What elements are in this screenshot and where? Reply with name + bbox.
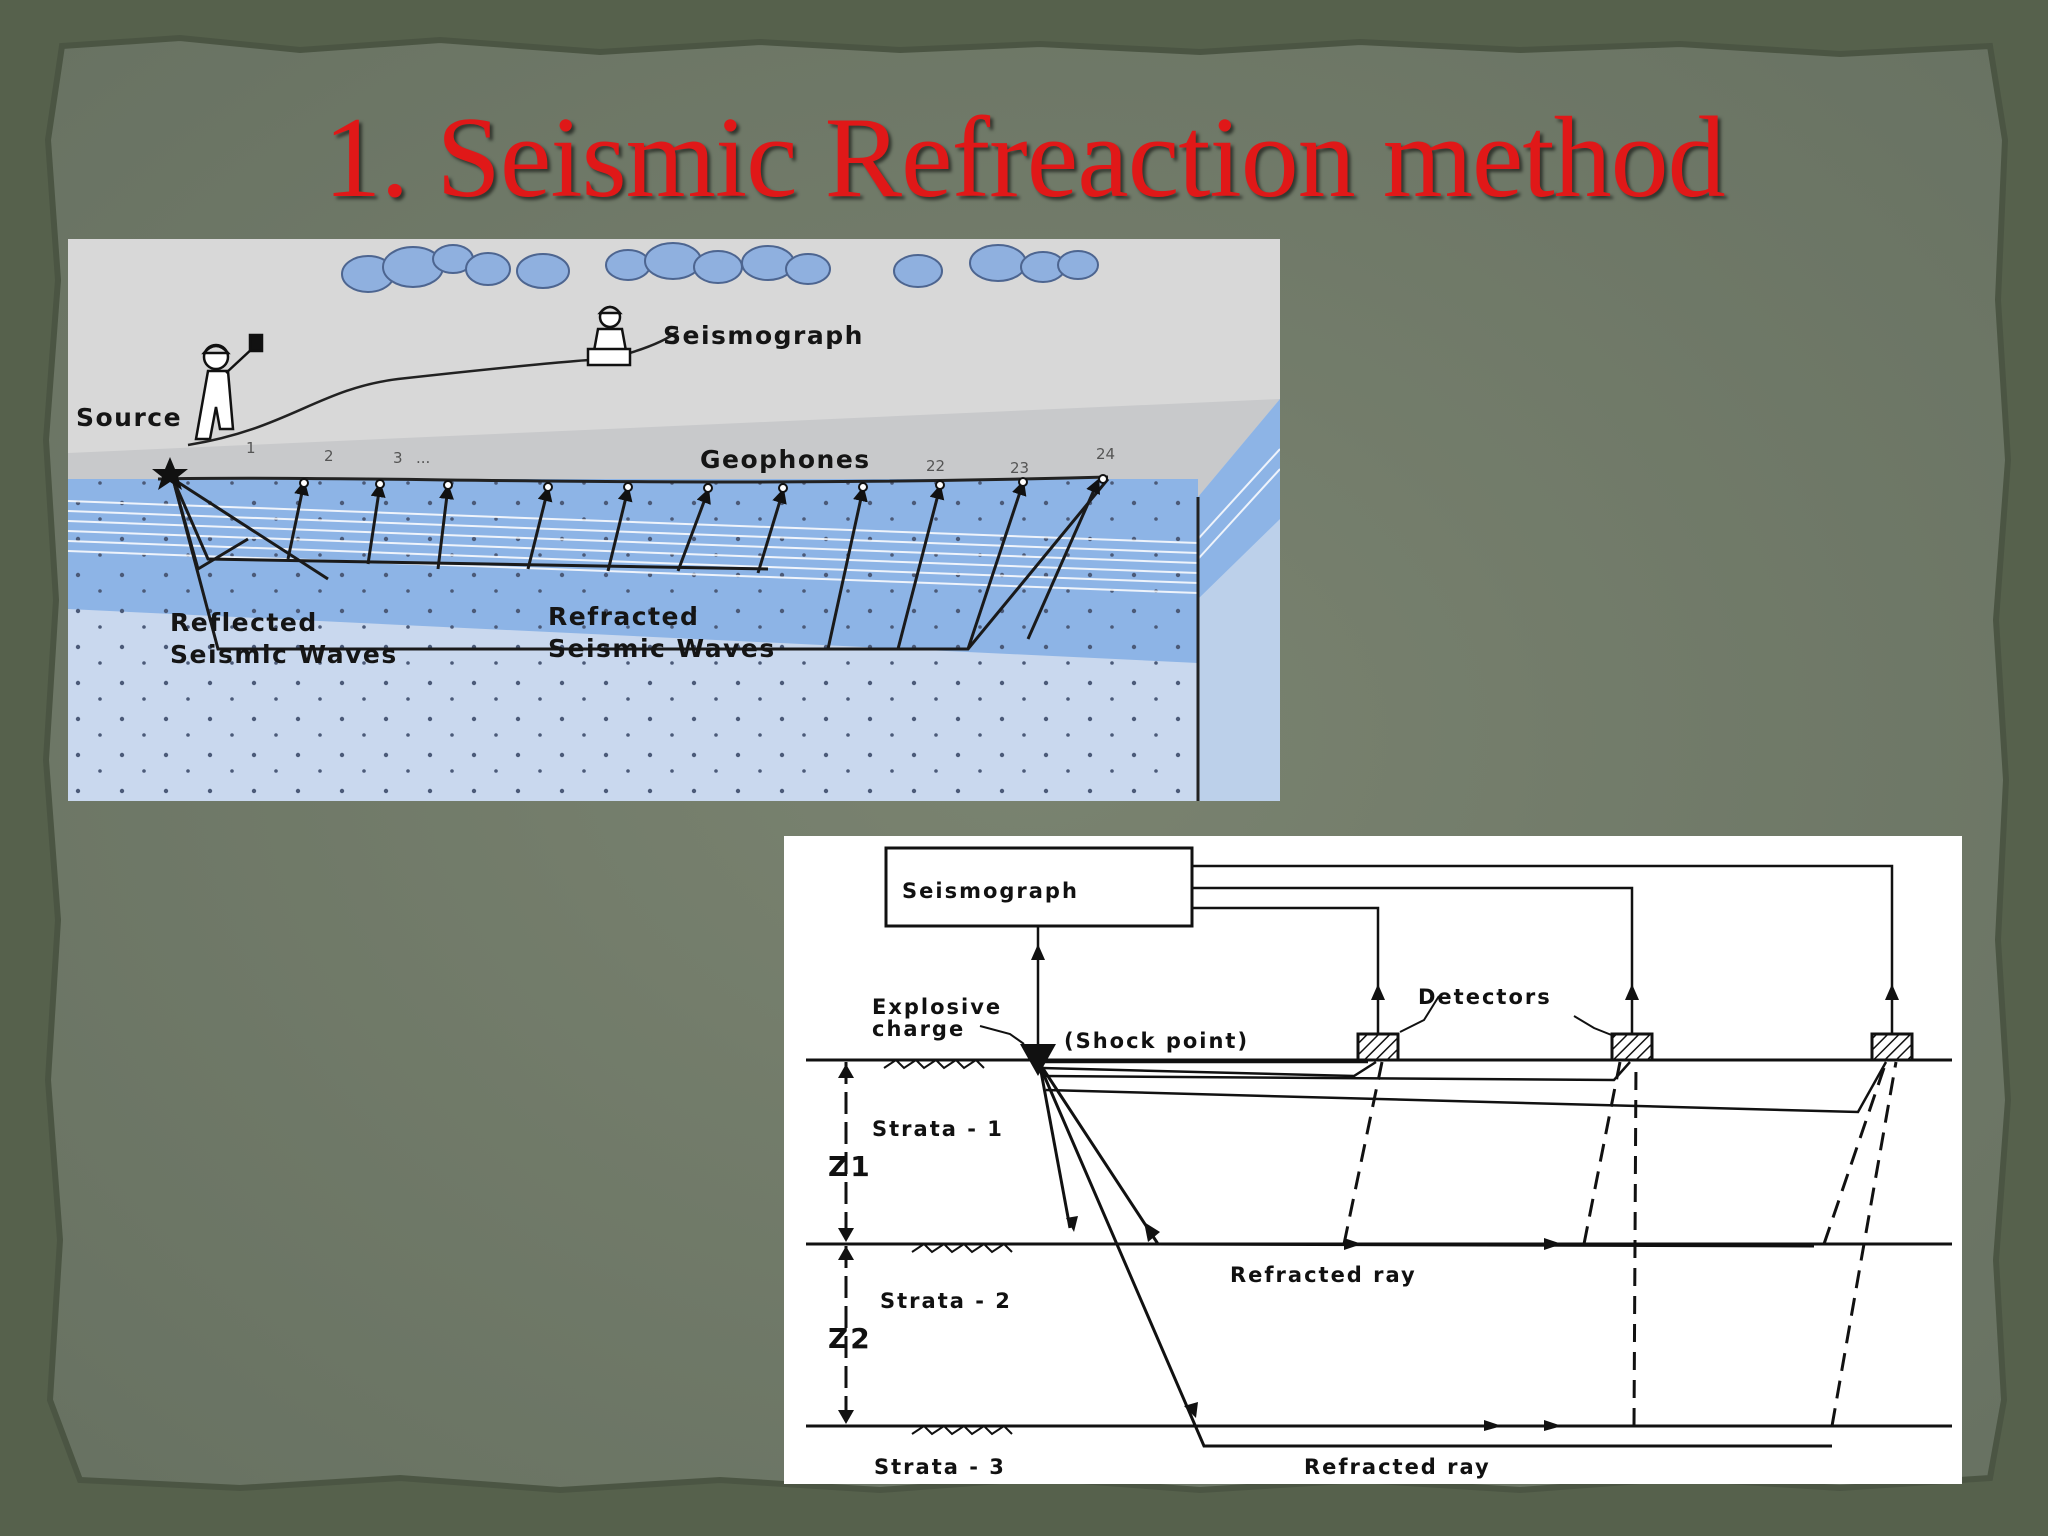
refraction-ray-schematic: Seismograph xyxy=(784,836,1962,1484)
detector-2-icon xyxy=(1610,1032,1654,1062)
refracted-waves-label-line2: Seismic Waves xyxy=(548,634,776,663)
detector-3-icon xyxy=(1870,1032,1914,1062)
geophones-label: Geophones xyxy=(700,445,871,474)
geophone-number-24: 24 xyxy=(1096,445,1115,463)
detectors-label: Detectors xyxy=(1418,985,1552,1009)
refracted-ray-label-1: Refracted ray xyxy=(1230,1263,1417,1287)
source-label: Source xyxy=(76,403,182,432)
explosive-charge-label-line2: charge xyxy=(872,1017,965,1041)
reflected-waves-label-line1: Reflected xyxy=(170,608,318,637)
slide-title: 1. Seismic Refreaction method xyxy=(323,94,1725,222)
geophone-number-2: 2 xyxy=(324,447,334,465)
shock-point-label: (Shock point) xyxy=(1064,1029,1249,1053)
person-with-hammer-icon xyxy=(194,333,264,441)
refracted-ray-label-2: Refracted ray xyxy=(1304,1455,1491,1479)
reflected-waves-label-line2: Seismic Waves xyxy=(170,640,398,669)
z1-label: Z1 xyxy=(828,1150,872,1183)
strata-2-label: Strata - 2 xyxy=(880,1289,1012,1313)
refracted-waves-label-line1: Refracted xyxy=(548,602,699,631)
seismic-survey-illustration: Seismograph Source Geophones 1 2 3 ... 2… xyxy=(68,239,1280,801)
geophone-number-ellipsis: ... xyxy=(416,449,430,467)
strata-3-label: Strata - 3 xyxy=(874,1455,1006,1479)
seismograph-operator-icon xyxy=(586,305,632,367)
detector-1-icon xyxy=(1356,1032,1400,1062)
seismograph-box xyxy=(884,846,1194,928)
seismograph-box-label: Seismograph xyxy=(902,879,1079,903)
seismograph-label: Seismograph xyxy=(663,321,864,350)
z2-label: Z2 xyxy=(828,1322,872,1355)
explosive-charge-label-line1: Explosive xyxy=(872,995,1002,1019)
geophone-number-22: 22 xyxy=(926,457,945,475)
explosive-charge-icon xyxy=(1020,1044,1056,1076)
strata-1-label: Strata - 1 xyxy=(872,1117,1004,1141)
geophone-number-3: 3 xyxy=(393,449,403,467)
geophone-number-23: 23 xyxy=(1010,459,1029,477)
geophone-number-1: 1 xyxy=(246,439,256,457)
